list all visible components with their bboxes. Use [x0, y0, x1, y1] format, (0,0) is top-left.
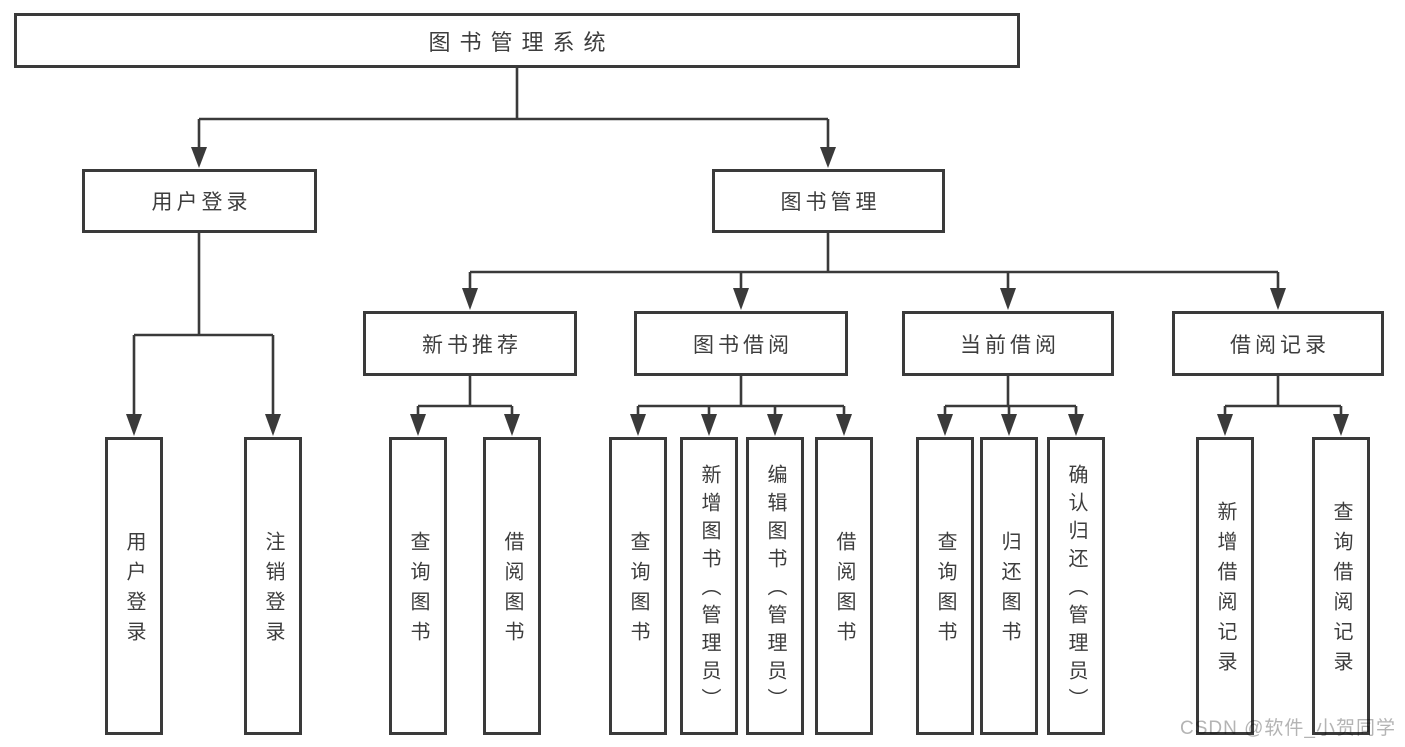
leaf-query-books-recommend-label: 查询图书	[407, 531, 429, 651]
leaf-logout: 注销登录	[244, 437, 302, 735]
arrowheads	[126, 147, 1349, 436]
leaf-borrow-books-recommend-label: 借阅图书	[501, 531, 523, 651]
arrowhead-icon	[1001, 414, 1017, 436]
arrowhead-icon	[1068, 414, 1084, 436]
leaf-edit-books-admin: 编辑图书（管理员）	[746, 437, 804, 735]
arrowhead-icon	[701, 414, 717, 436]
leaf-query-borrow-record-label: 查询借阅记录	[1330, 501, 1352, 681]
node-user-login-group-label: 用户登录	[151, 191, 252, 214]
leaf-borrow-books: 借阅图书	[815, 437, 873, 735]
connector-paths	[132, 68, 1343, 416]
arrowhead-icon	[937, 414, 953, 436]
leaf-add-books-admin: 新增图书（管理员）	[680, 437, 738, 735]
leaf-borrow-books-recommend: 借阅图书	[483, 437, 541, 735]
leaf-add-borrow-record: 新增借阅记录	[1196, 437, 1254, 735]
arrowhead-icon	[1217, 414, 1233, 436]
arrowhead-icon	[1000, 288, 1016, 310]
arrowhead-icon	[1270, 288, 1286, 310]
arrowhead-icon	[462, 288, 478, 310]
arrowhead-icon	[126, 414, 142, 436]
leaf-add-books-admin-label: 新增图书（管理员）	[698, 464, 720, 716]
node-root: 图书管理系统	[14, 13, 1020, 68]
node-root-label: 图书管理系统	[428, 29, 615, 55]
arrowhead-icon	[191, 147, 207, 168]
leaf-logout-label: 注销登录	[262, 531, 284, 651]
arrowhead-icon	[265, 414, 281, 436]
node-borrow-records: 借阅记录	[1172, 311, 1384, 376]
arrowhead-icon	[733, 288, 749, 310]
node-new-book-recommend-label: 新书推荐	[422, 333, 522, 357]
arrowhead-icon	[836, 414, 852, 436]
leaf-query-books-borrow: 查询图书	[609, 437, 667, 735]
node-new-book-recommend: 新书推荐	[363, 311, 577, 376]
leaf-add-borrow-record-label: 新增借阅记录	[1214, 501, 1236, 681]
arrowhead-icon	[820, 147, 836, 168]
arrowhead-icon	[1333, 414, 1349, 436]
node-current-borrow-label: 当前借阅	[960, 333, 1060, 357]
leaf-query-books-current-label: 查询图书	[934, 531, 956, 651]
leaf-confirm-return-admin: 确认归还（管理员）	[1047, 437, 1105, 735]
leaf-query-books-recommend: 查询图书	[389, 437, 447, 735]
leaf-query-borrow-record: 查询借阅记录	[1312, 437, 1370, 735]
leaf-borrow-books-label: 借阅图书	[833, 531, 855, 651]
node-current-borrow: 当前借阅	[902, 311, 1114, 376]
leaf-user-login: 用户登录	[105, 437, 163, 735]
arrowhead-icon	[504, 414, 520, 436]
leaf-return-books: 归还图书	[980, 437, 1038, 735]
node-book-management-label: 图书管理	[780, 191, 881, 214]
leaf-confirm-return-admin-label: 确认归还（管理员）	[1065, 464, 1087, 716]
leaf-edit-books-admin-label: 编辑图书（管理员）	[764, 464, 786, 716]
leaf-return-books-label: 归还图书	[998, 531, 1020, 651]
node-borrow-records-label: 借阅记录	[1230, 333, 1330, 357]
arrowhead-icon	[630, 414, 646, 436]
node-book-management: 图书管理	[712, 169, 945, 233]
leaf-user-login-label: 用户登录	[123, 531, 145, 651]
arrowhead-icon	[410, 414, 426, 436]
leaf-query-books-borrow-label: 查询图书	[627, 531, 649, 651]
watermark-text: CSDN @软件_小贺同学	[1180, 718, 1396, 739]
node-book-borrow-label: 图书借阅	[693, 333, 793, 357]
arrowhead-icon	[767, 414, 783, 436]
node-user-login-group: 用户登录	[82, 169, 317, 233]
node-book-borrow: 图书借阅	[634, 311, 848, 376]
leaf-query-books-current: 查询图书	[916, 437, 974, 735]
